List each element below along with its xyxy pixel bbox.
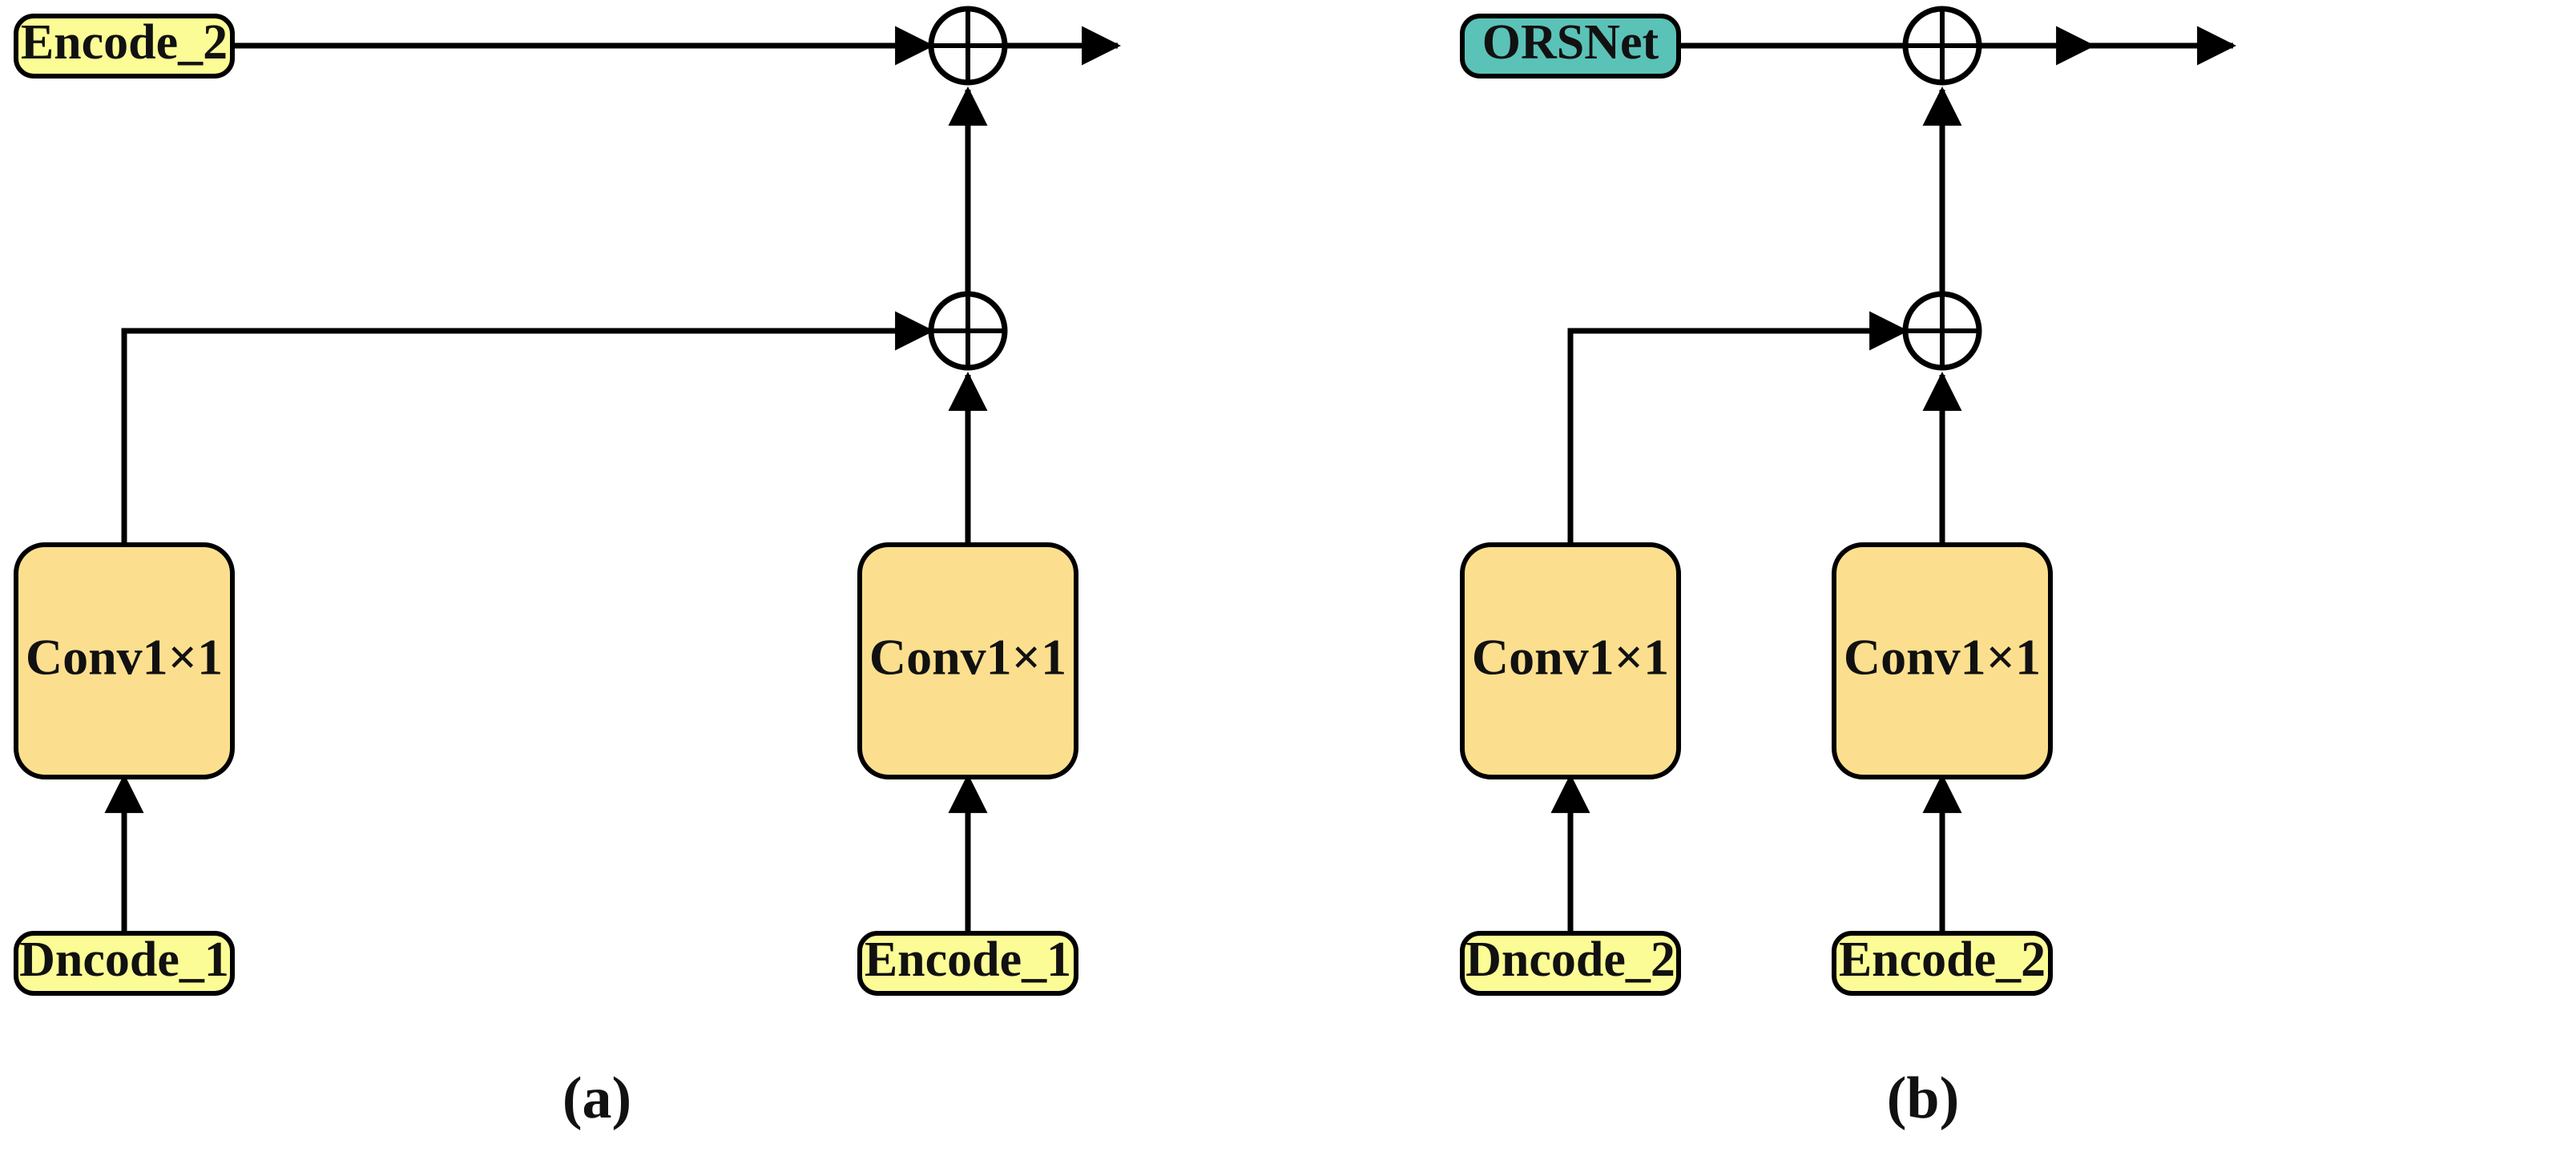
node-right-conv-shape <box>857 542 1078 779</box>
node-encode-2-top[interactable]: Encode_2 <box>14 14 235 79</box>
node-dncode-2-shape <box>1460 931 1681 996</box>
node-encode-1[interactable]: Encode_1 <box>857 931 1078 996</box>
node-right-conv[interactable]: Conv1×1 <box>1832 542 2053 779</box>
panel-b-caption: (b) <box>1887 1065 1959 1131</box>
node-right-conv-shape <box>1832 542 2053 779</box>
sum-icon-mid-b[interactable] <box>1902 291 1982 371</box>
sum-icon-mid-a[interactable] <box>928 291 1008 371</box>
sum-icon-top-a[interactable] <box>928 6 1008 86</box>
panel-a-edges <box>104 26 1122 933</box>
sum-icon-top-b[interactable] <box>1902 6 1982 86</box>
node-right-conv-label: Conv1×1 <box>869 629 1066 686</box>
node-encode-2-bottom-shape <box>1832 931 2053 996</box>
node-encode-1-label: Encode_1 <box>865 932 1071 987</box>
node-dncode-1-label: Dncode_1 <box>19 932 229 987</box>
node-dncode-1[interactable]: Dncode_1 <box>14 931 235 996</box>
node-left-conv[interactable]: Conv1×1 <box>1460 542 1681 779</box>
node-left-conv-label: Conv1×1 <box>26 629 223 686</box>
node-encode-2-top-shape <box>14 14 235 79</box>
node-left-conv-shape <box>1460 542 1681 779</box>
node-encode-2-bottom[interactable]: Encode_2 <box>1832 931 2053 996</box>
panel-a: Encode_2 Conv1×1 Conv1×1 Dncode_1 Encode… <box>14 6 1122 1131</box>
node-dncode-2-label: Dncode_2 <box>1465 932 1675 987</box>
node-orsnet-shape <box>1460 14 1681 79</box>
node-orsnet-label: ORSNet <box>1482 15 1659 70</box>
node-left-conv-shape <box>14 542 235 779</box>
node-dncode-1-shape <box>14 931 235 996</box>
node-encode-2-top-label: Encode_2 <box>21 15 228 70</box>
node-right-conv[interactable]: Conv1×1 <box>857 542 1078 779</box>
edge-left-conv-to-sum-mid <box>1567 311 1909 545</box>
node-dncode-2[interactable]: Dncode_2 <box>1460 931 1681 996</box>
panel-a-caption: (a) <box>562 1065 631 1131</box>
node-encode-1-shape <box>857 931 1078 996</box>
panel-b-edges <box>1534 26 2237 933</box>
node-left-conv-label: Conv1×1 <box>1472 629 1669 686</box>
panel-b: ORSNet Conv1×1 Conv1×1 Dncode_2 Encode_2 <box>1460 6 2237 1131</box>
node-encode-2-bottom-label: Encode_2 <box>1839 932 2046 987</box>
node-left-conv[interactable]: Conv1×1 <box>14 542 235 779</box>
node-right-conv-label: Conv1×1 <box>1844 629 2041 686</box>
edge-left-conv-to-sum-mid <box>121 311 935 545</box>
node-orsnet[interactable]: ORSNet <box>1460 14 1681 79</box>
